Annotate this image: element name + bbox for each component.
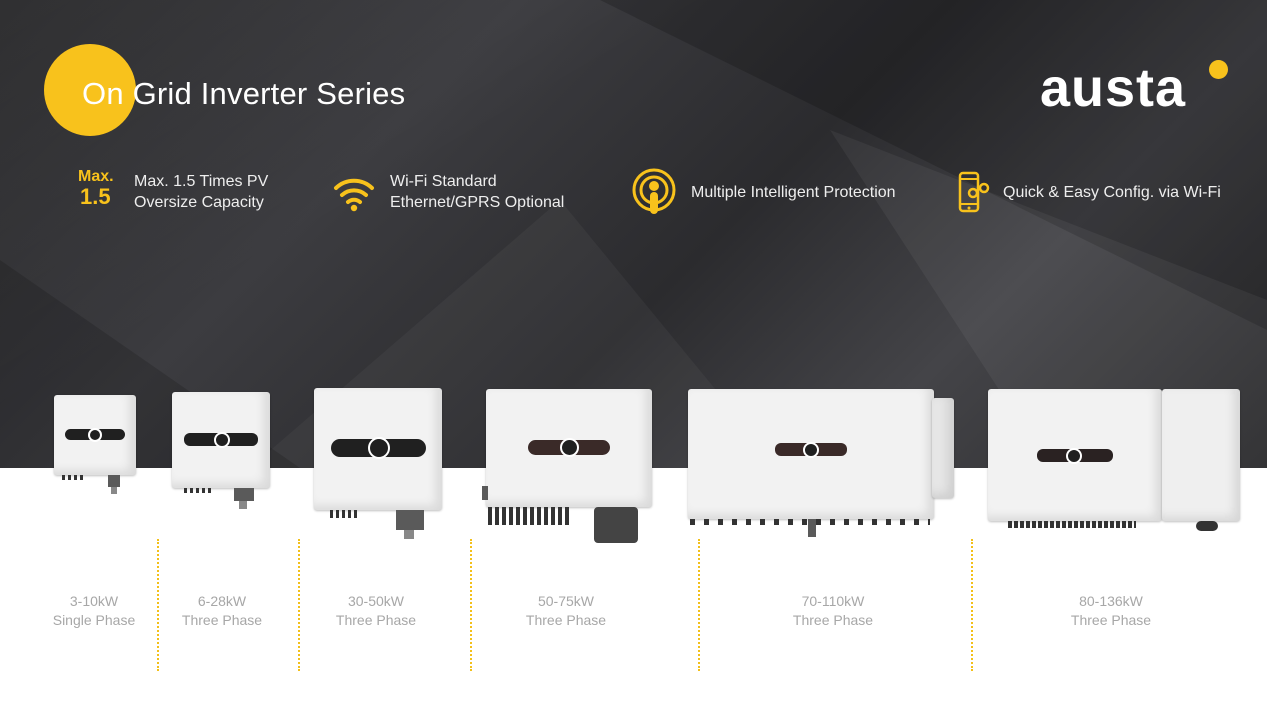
- feature-line: Wi-Fi Standard: [390, 173, 497, 190]
- max-badge-value: 1.5: [80, 184, 111, 209]
- feature-protection: Multiple Intelligent Protection: [691, 184, 896, 201]
- separator: [157, 539, 159, 671]
- max-badge-label: Max.: [78, 168, 114, 185]
- product-phase: Three Phase: [1070, 612, 1152, 628]
- product-label-6-28kw: 6-28kW Three Phase: [172, 592, 272, 630]
- product-phase: Single Phase: [52, 612, 136, 628]
- product-power: 80-136kW: [1079, 593, 1143, 609]
- product-phase: Three Phase: [181, 612, 263, 628]
- feature-line: Max. 1.5 Times PV: [134, 173, 269, 190]
- product-power: 3-10kW: [69, 593, 119, 609]
- product-power: 50-75kW: [537, 593, 595, 609]
- product-phase: Three Phase: [525, 612, 607, 628]
- header-background: On Grid Inverter Series austa Max. 1.5 M…: [0, 0, 1267, 468]
- feature-oversize: Max. 1.5 Times PV Oversize Capacity: [134, 171, 268, 213]
- product-label-30-50kw: 30-50kW Three Phase: [326, 592, 426, 630]
- feature-config: Quick & Easy Config. via Wi-Fi: [1003, 184, 1221, 201]
- accent-circle: [44, 44, 136, 136]
- product-phase: Three Phase: [792, 612, 874, 628]
- brand-logo: austa: [1040, 58, 1187, 118]
- product-label-3-10kw: 3-10kW Single Phase: [44, 592, 144, 630]
- product-power: 70-110kW: [801, 593, 865, 609]
- feature-line: Oversize Capacity: [134, 194, 264, 211]
- page-title: On Grid Inverter Series: [82, 76, 406, 111]
- feature-connectivity: Wi-Fi Standard Ethernet/GPRS Optional: [390, 171, 564, 213]
- product-power: 30-50kW: [347, 593, 405, 609]
- product-label-70-110kw: 70-110kW Three Phase: [783, 592, 883, 630]
- product-power: 6-28kW: [197, 593, 247, 609]
- wifi-icon: [334, 178, 374, 212]
- product-phase: Three Phase: [335, 612, 417, 628]
- separator: [698, 539, 700, 671]
- logo-dot: [1209, 60, 1228, 79]
- separator: [470, 539, 472, 671]
- separator: [298, 539, 300, 671]
- phone-config-icon: [958, 171, 990, 213]
- separator: [971, 539, 973, 671]
- product-label-80-136kw: 80-136kW Three Phase: [1061, 592, 1161, 630]
- protection-icon: [632, 168, 676, 214]
- product-label-50-75kw: 50-75kW Three Phase: [516, 592, 616, 630]
- feature-line: Ethernet/GPRS Optional: [390, 194, 565, 211]
